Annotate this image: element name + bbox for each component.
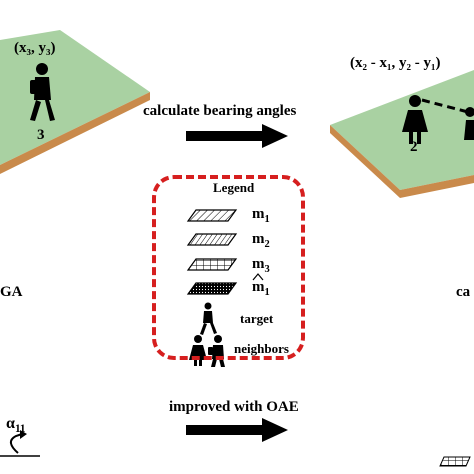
- right-cropped-text: ca: [456, 284, 471, 300]
- partial-person-icon: [464, 107, 474, 140]
- hat-mark-icon: [252, 273, 264, 281]
- alpha-sub: 11: [14, 423, 26, 436]
- legend-m1-symbol: [186, 209, 238, 222]
- rotation-arrow-head-icon: [20, 430, 27, 439]
- legend-m1-label: m1: [252, 206, 270, 225]
- bottom-arrow-label: improved with OAE: [169, 399, 299, 415]
- legend-target-label: target: [240, 311, 274, 326]
- top-arrow-label: calculate bearing angles: [143, 103, 297, 119]
- rotation-arrow-icon: [10, 433, 23, 454]
- legend-m1-hat-sub: 1: [264, 287, 270, 298]
- legend-m2-symbol: [186, 233, 238, 246]
- neighbors-man-icon: [208, 335, 225, 367]
- target-walker-icon: [200, 302, 217, 335]
- legend-m1-sub: 1: [264, 214, 270, 225]
- bottom-arrow-icon: [186, 418, 288, 442]
- top-arrow-icon: [186, 124, 288, 148]
- legend-m3-symbol: [186, 258, 238, 271]
- legend-m1-hat-text: m: [252, 279, 265, 295]
- legend-neighbors-label: neighbors: [234, 341, 289, 356]
- relation-dashed-line: [421, 98, 469, 114]
- right-coord-label: (x₂ - x₁, y₂ - y₁): [350, 55, 441, 71]
- right-agent-number: 2: [410, 139, 418, 155]
- legend-m2-label: m2: [252, 231, 270, 250]
- legend-m1-hat-label: m1: [252, 279, 270, 298]
- left-platform: [0, 30, 150, 174]
- left-agent-number: 3: [37, 127, 45, 143]
- legend-m2-sub: 2: [264, 239, 270, 250]
- woman-icon: [402, 95, 428, 144]
- legend-m1-hat-symbol: [186, 282, 238, 295]
- bottom-right-map-symbol: [439, 456, 471, 467]
- legend-m3-sub: 3: [264, 264, 270, 275]
- legend-m2-text: m: [252, 231, 265, 247]
- right-platform: [330, 70, 474, 198]
- legend-m1-text: m: [252, 206, 265, 222]
- alpha-label: α11: [6, 415, 26, 435]
- walking-person-icon: [30, 63, 55, 121]
- left-coord-label: (x₃, y₃): [14, 40, 56, 56]
- alpha-symbol: α: [6, 415, 15, 432]
- legend-box: [152, 175, 305, 360]
- left-cropped-text: GA: [0, 284, 23, 300]
- legend-title: Legend: [213, 180, 255, 195]
- legend-m3-text: m: [252, 256, 265, 272]
- legend-m3-label: m3: [252, 256, 270, 275]
